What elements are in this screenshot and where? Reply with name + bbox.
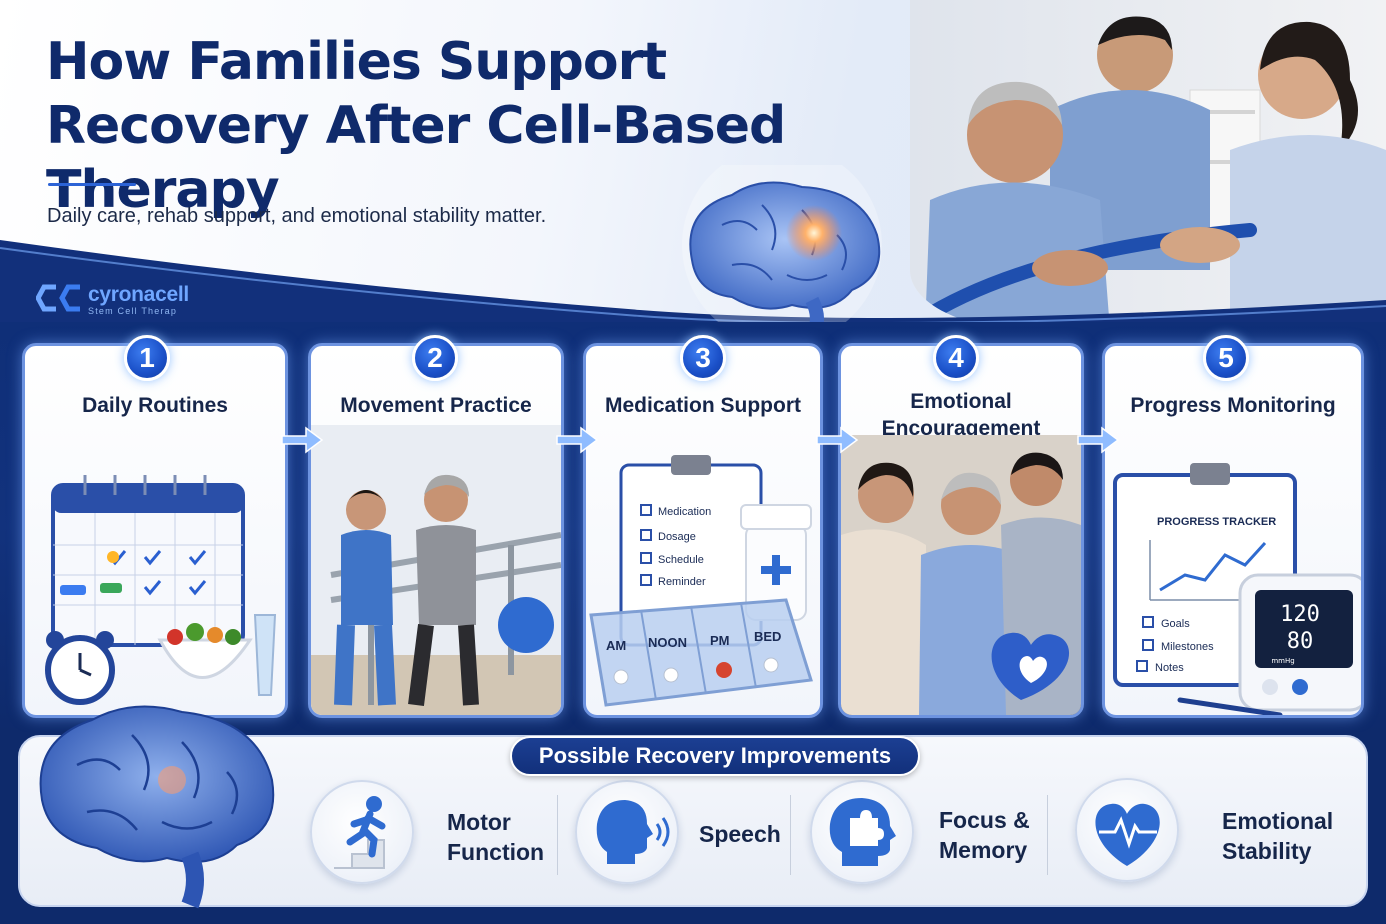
step-card-medication-support: Medication Support Medication Dosage Sch… [583, 343, 823, 718]
bp-systolic: 120 [1280, 602, 1320, 627]
progress-tracker-bp-monitor-illustration: PROGRESS TRACKER Goals Milestones Notes … [1113, 463, 1361, 715]
page-subtitle: Daily care, rehab support, and emotional… [47, 205, 547, 227]
brain-icon [39, 705, 275, 909]
arrow-right-icon [281, 426, 324, 454]
checklist-item: Milestones [1161, 641, 1214, 653]
checklist-item: Notes [1155, 662, 1184, 674]
checklist-item: Medication [658, 506, 711, 518]
step-title-line-2: Encouragement [881, 417, 1041, 440]
divider [557, 795, 558, 875]
step-card-movement-practice: Movement Practice [308, 343, 564, 718]
divider [790, 795, 791, 875]
logo-mark-icon [36, 284, 80, 312]
title-underline [48, 183, 136, 186]
pillbox-label: BED [754, 629, 781, 644]
step-number-badge: 2 [412, 335, 458, 381]
step-number-badge: 3 [680, 335, 726, 381]
improvement-label-motor-function: Motor Function [447, 809, 545, 865]
pillbox-label: AM [606, 638, 626, 653]
arrow-right-icon [1077, 426, 1120, 454]
step-title: Emotional Encouragement [841, 388, 1081, 442]
divider [1047, 795, 1048, 875]
page-title: How Families Support Recovery After Cell… [46, 30, 926, 222]
pill-organizer-clipboard-illustration: Medication Dosage Schedule Reminder AM N… [589, 455, 813, 707]
bp-diastolic: 80 [1287, 629, 1314, 654]
step-title: Medication Support [605, 394, 801, 417]
step-card-daily-routines: Daily Routines [22, 343, 288, 718]
step-title: Daily Routines [82, 394, 228, 417]
step-number-badge: 5 [1203, 335, 1249, 381]
improvement-label-emotional-stability: Emotional Stability [1222, 808, 1334, 864]
step-title-line-1: Emotional [910, 390, 1012, 413]
step-title: Movement Practice [340, 394, 532, 417]
family-hug-illustration [841, 435, 1081, 715]
tracker-title: PROGRESS TRACKER [1157, 516, 1276, 528]
puzzle-head-icon [810, 780, 914, 884]
improvement-label-focus-memory: Focus & Memory [939, 807, 1030, 863]
title-line-1: How Families Support [46, 32, 667, 92]
bp-unit: mmHg [1271, 657, 1294, 665]
checklist-item: Goals [1161, 618, 1190, 630]
pillbox-label: PM [710, 633, 730, 648]
glowing-brain-icon [682, 165, 882, 335]
title-line-2: Recovery After Cell-Based Therapy [46, 96, 786, 220]
improvement-label-speech: Speech [699, 821, 781, 847]
checklist-item: Reminder [658, 576, 706, 588]
step-card-progress-monitoring: Progress Monitoring PROGRESS TRACKER Goa… [1102, 343, 1364, 718]
family-therapy-photo [910, 0, 1386, 330]
checklist-item: Dosage [658, 531, 696, 543]
logo-tagline: Stem Cell Therap [88, 306, 178, 316]
stairs-climber-icon [310, 780, 414, 884]
pillbox-label: NOON [648, 635, 687, 650]
improvements-label: Possible Recovery Improvements [510, 736, 920, 776]
step-number-badge: 1 [124, 335, 170, 381]
brand-logo: cyronacell Stem Cell Therap [36, 284, 189, 316]
calendar-clock-meal-illustration [45, 475, 277, 705]
heartbeat-heart-icon [1075, 778, 1179, 882]
walking-rehab-illustration [311, 425, 561, 715]
step-card-emotional-encouragement: Emotional Encouragement [838, 343, 1084, 718]
checklist-item: Schedule [658, 554, 704, 566]
step-title: Progress Monitoring [1130, 394, 1336, 417]
logo-name: cyronacell [88, 283, 189, 306]
arrow-right-icon [816, 426, 859, 454]
arrow-right-icon [556, 426, 599, 454]
speaking-head-icon [575, 780, 679, 884]
step-number-badge: 4 [933, 335, 979, 381]
